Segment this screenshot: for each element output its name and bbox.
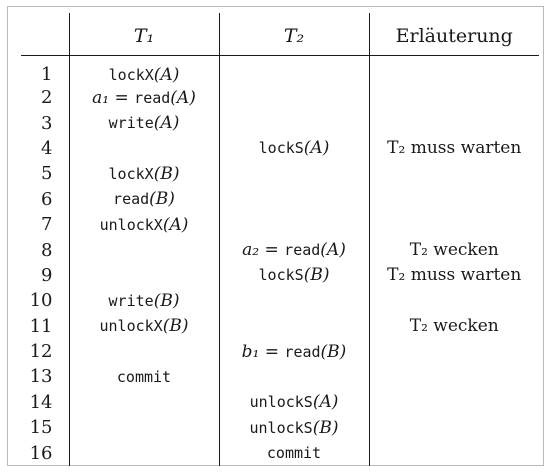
table-row: 7 unlockX(A)	[21, 211, 539, 238]
explanation	[368, 110, 539, 136]
step-number: 1	[41, 64, 53, 85]
t1-operation: write(A)	[68, 110, 219, 136]
header-t1: T₁	[68, 13, 219, 56]
explanation	[368, 186, 539, 212]
step-number: 9	[41, 264, 53, 286]
header-explanation: Erläuterung	[368, 13, 539, 56]
step-number: 11	[29, 315, 53, 337]
table-row: 9 lockS(B)T₂ muss warten	[21, 262, 539, 289]
explanation: T₂ wecken	[368, 237, 539, 263]
step-number: 15	[29, 417, 53, 439]
t2-operation: unlockS(A)	[218, 389, 369, 416]
t1-operation	[68, 389, 219, 416]
t2-operation	[218, 288, 369, 314]
t1-operation	[68, 262, 219, 289]
step-number: 14	[29, 391, 53, 413]
t2-operation: lockS(B)	[218, 262, 369, 289]
table-row: 14 unlockS(A)	[21, 389, 539, 416]
step-number: 13	[29, 366, 53, 388]
t1-operation: unlockX(B)	[68, 313, 219, 339]
explanation: T₂ wecken	[368, 313, 539, 339]
t1-operation: a₁ = read(A)	[68, 85, 219, 111]
step-number: 12	[29, 341, 53, 363]
t2-operation: commit	[218, 440, 369, 466]
t2-operation	[218, 186, 369, 212]
step-number: 7	[41, 214, 53, 236]
t1-operation	[68, 415, 219, 441]
t1-operation	[68, 338, 219, 365]
header-t2: T₂	[218, 13, 369, 56]
t2-operation	[218, 313, 369, 339]
table-row: 16 commit	[21, 440, 539, 466]
explanation	[368, 440, 539, 466]
table-row: 4 lockS(A)T₂ muss warten	[21, 135, 539, 162]
table-row: 8 a₂ = read(A)T₂ wecken	[21, 237, 539, 263]
explanation	[368, 85, 539, 111]
explanation	[368, 55, 539, 85]
t2-operation	[218, 211, 369, 238]
t2-operation: b₁ = read(B)	[218, 338, 369, 365]
table-header-row: T₁ T₂ Erläuterung	[21, 13, 539, 56]
table-row: 6 read(B)	[21, 186, 539, 212]
explanation	[368, 338, 539, 365]
t1-operation: read(B)	[68, 186, 219, 212]
t2-operation: lockS(A)	[218, 135, 369, 162]
step-number: 3	[41, 112, 53, 134]
explanation	[368, 389, 539, 416]
t1-operation	[68, 237, 219, 263]
t1-operation: lockX(A)	[68, 55, 219, 85]
step-number: 4	[41, 137, 53, 159]
step-number: 2	[41, 87, 53, 109]
step-number: 6	[41, 188, 53, 210]
t1-operation	[68, 440, 219, 466]
t1-operation: commit	[68, 364, 219, 390]
explanation	[368, 364, 539, 390]
t1-operation: write(B)	[68, 288, 219, 314]
t2-operation	[218, 161, 369, 187]
explanation: T₂ muss warten	[368, 262, 539, 289]
step-number: 10	[29, 290, 53, 312]
table-row: 1 lockX(A)	[21, 55, 539, 85]
table-row: 3 write(A)	[21, 110, 539, 136]
table-row: 10 write(B)	[21, 288, 539, 314]
t2-operation	[218, 110, 369, 136]
t2-operation: a₂ = read(A)	[218, 237, 369, 263]
table-frame: T₁ T₂ Erläuterung 1 lockX(A) 2 a₁ = read(A)…	[7, 6, 544, 466]
table-row: 13 commit	[21, 364, 539, 390]
t1-operation: lockX(B)	[68, 161, 219, 187]
header-step	[21, 13, 69, 56]
table-row: 5 lockX(B)	[21, 161, 539, 187]
explanation	[368, 161, 539, 187]
t2-operation	[218, 85, 369, 111]
table-row: 12 b₁ = read(B)	[21, 338, 539, 365]
t1-operation	[68, 135, 219, 162]
table-row: 11 unlockX(B) T₂ wecken	[21, 313, 539, 339]
step-number: 16	[29, 442, 53, 464]
t2-operation	[218, 364, 369, 390]
explanation	[368, 211, 539, 238]
explanation: T₂ muss warten	[368, 135, 539, 162]
t2-operation	[218, 55, 369, 85]
table-row: 15 unlockS(B)	[21, 415, 539, 441]
explanation	[368, 288, 539, 314]
step-number: 5	[41, 163, 53, 185]
table-row: 2 a₁ = read(A)	[21, 85, 539, 111]
t1-operation: unlockX(A)	[68, 211, 219, 238]
lock-schedule-table: T₁ T₂ Erläuterung 1 lockX(A) 2 a₁ = read(A)…	[21, 13, 539, 466]
step-number: 8	[41, 239, 53, 261]
t2-operation: unlockS(B)	[218, 415, 369, 441]
explanation	[368, 415, 539, 441]
